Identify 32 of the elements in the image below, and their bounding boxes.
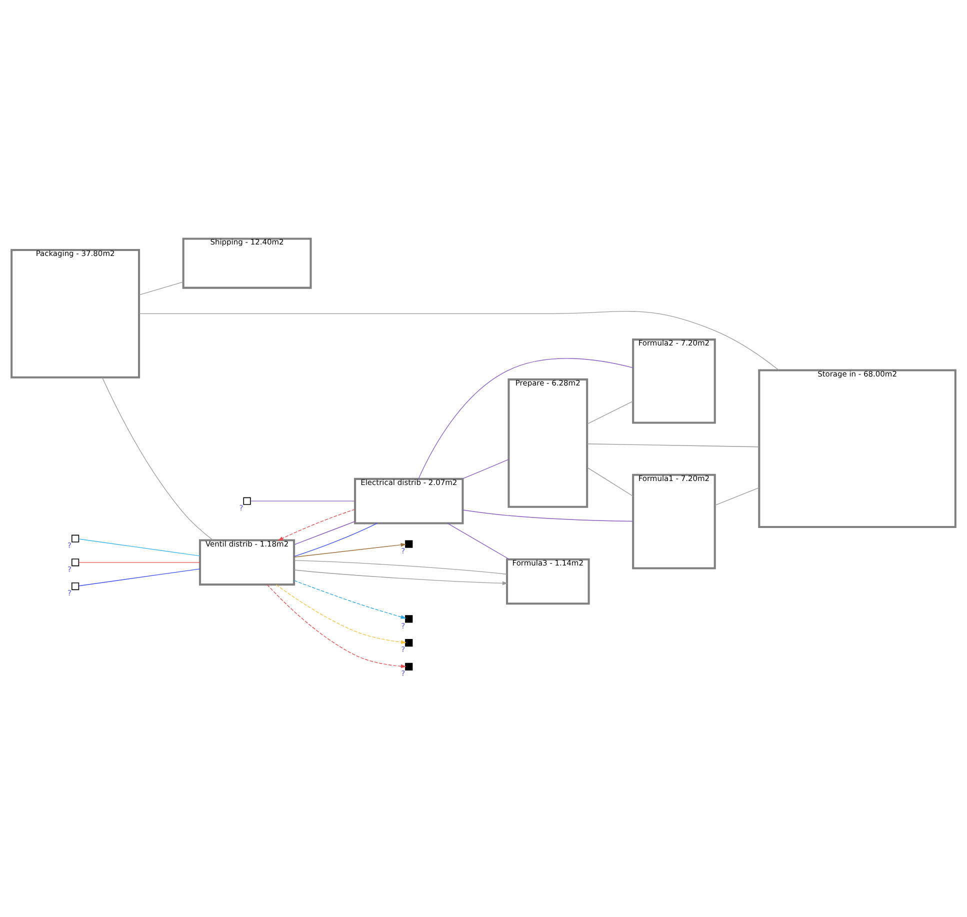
connector bbox=[294, 521, 356, 546]
node-box bbox=[243, 497, 251, 505]
node-box bbox=[71, 582, 80, 590]
node-box bbox=[405, 615, 413, 623]
connector bbox=[714, 487, 760, 506]
arrow bbox=[266, 584, 406, 668]
arrow bbox=[294, 570, 508, 586]
arrow bbox=[276, 584, 406, 644]
connector bbox=[586, 444, 760, 448]
connector bbox=[294, 522, 378, 557]
connector bbox=[418, 358, 634, 480]
connector bbox=[78, 568, 200, 586]
connector bbox=[78, 538, 200, 556]
node-box bbox=[405, 540, 413, 548]
connector bbox=[138, 282, 184, 296]
connector bbox=[447, 522, 510, 560]
connector bbox=[462, 459, 509, 480]
connector bbox=[587, 467, 634, 497]
connector bbox=[462, 510, 634, 522]
connector bbox=[102, 377, 214, 541]
connector bbox=[78, 562, 200, 563]
connector bbox=[294, 560, 508, 575]
node-box bbox=[71, 534, 80, 542]
arrow bbox=[294, 580, 406, 619]
connector bbox=[587, 400, 634, 424]
arrow bbox=[278, 509, 356, 541]
node-box bbox=[71, 558, 80, 566]
node-box bbox=[405, 639, 413, 647]
connector bbox=[250, 500, 356, 502]
node-box bbox=[405, 662, 413, 670]
arrow bbox=[294, 542, 406, 558]
connector bbox=[138, 311, 780, 370]
